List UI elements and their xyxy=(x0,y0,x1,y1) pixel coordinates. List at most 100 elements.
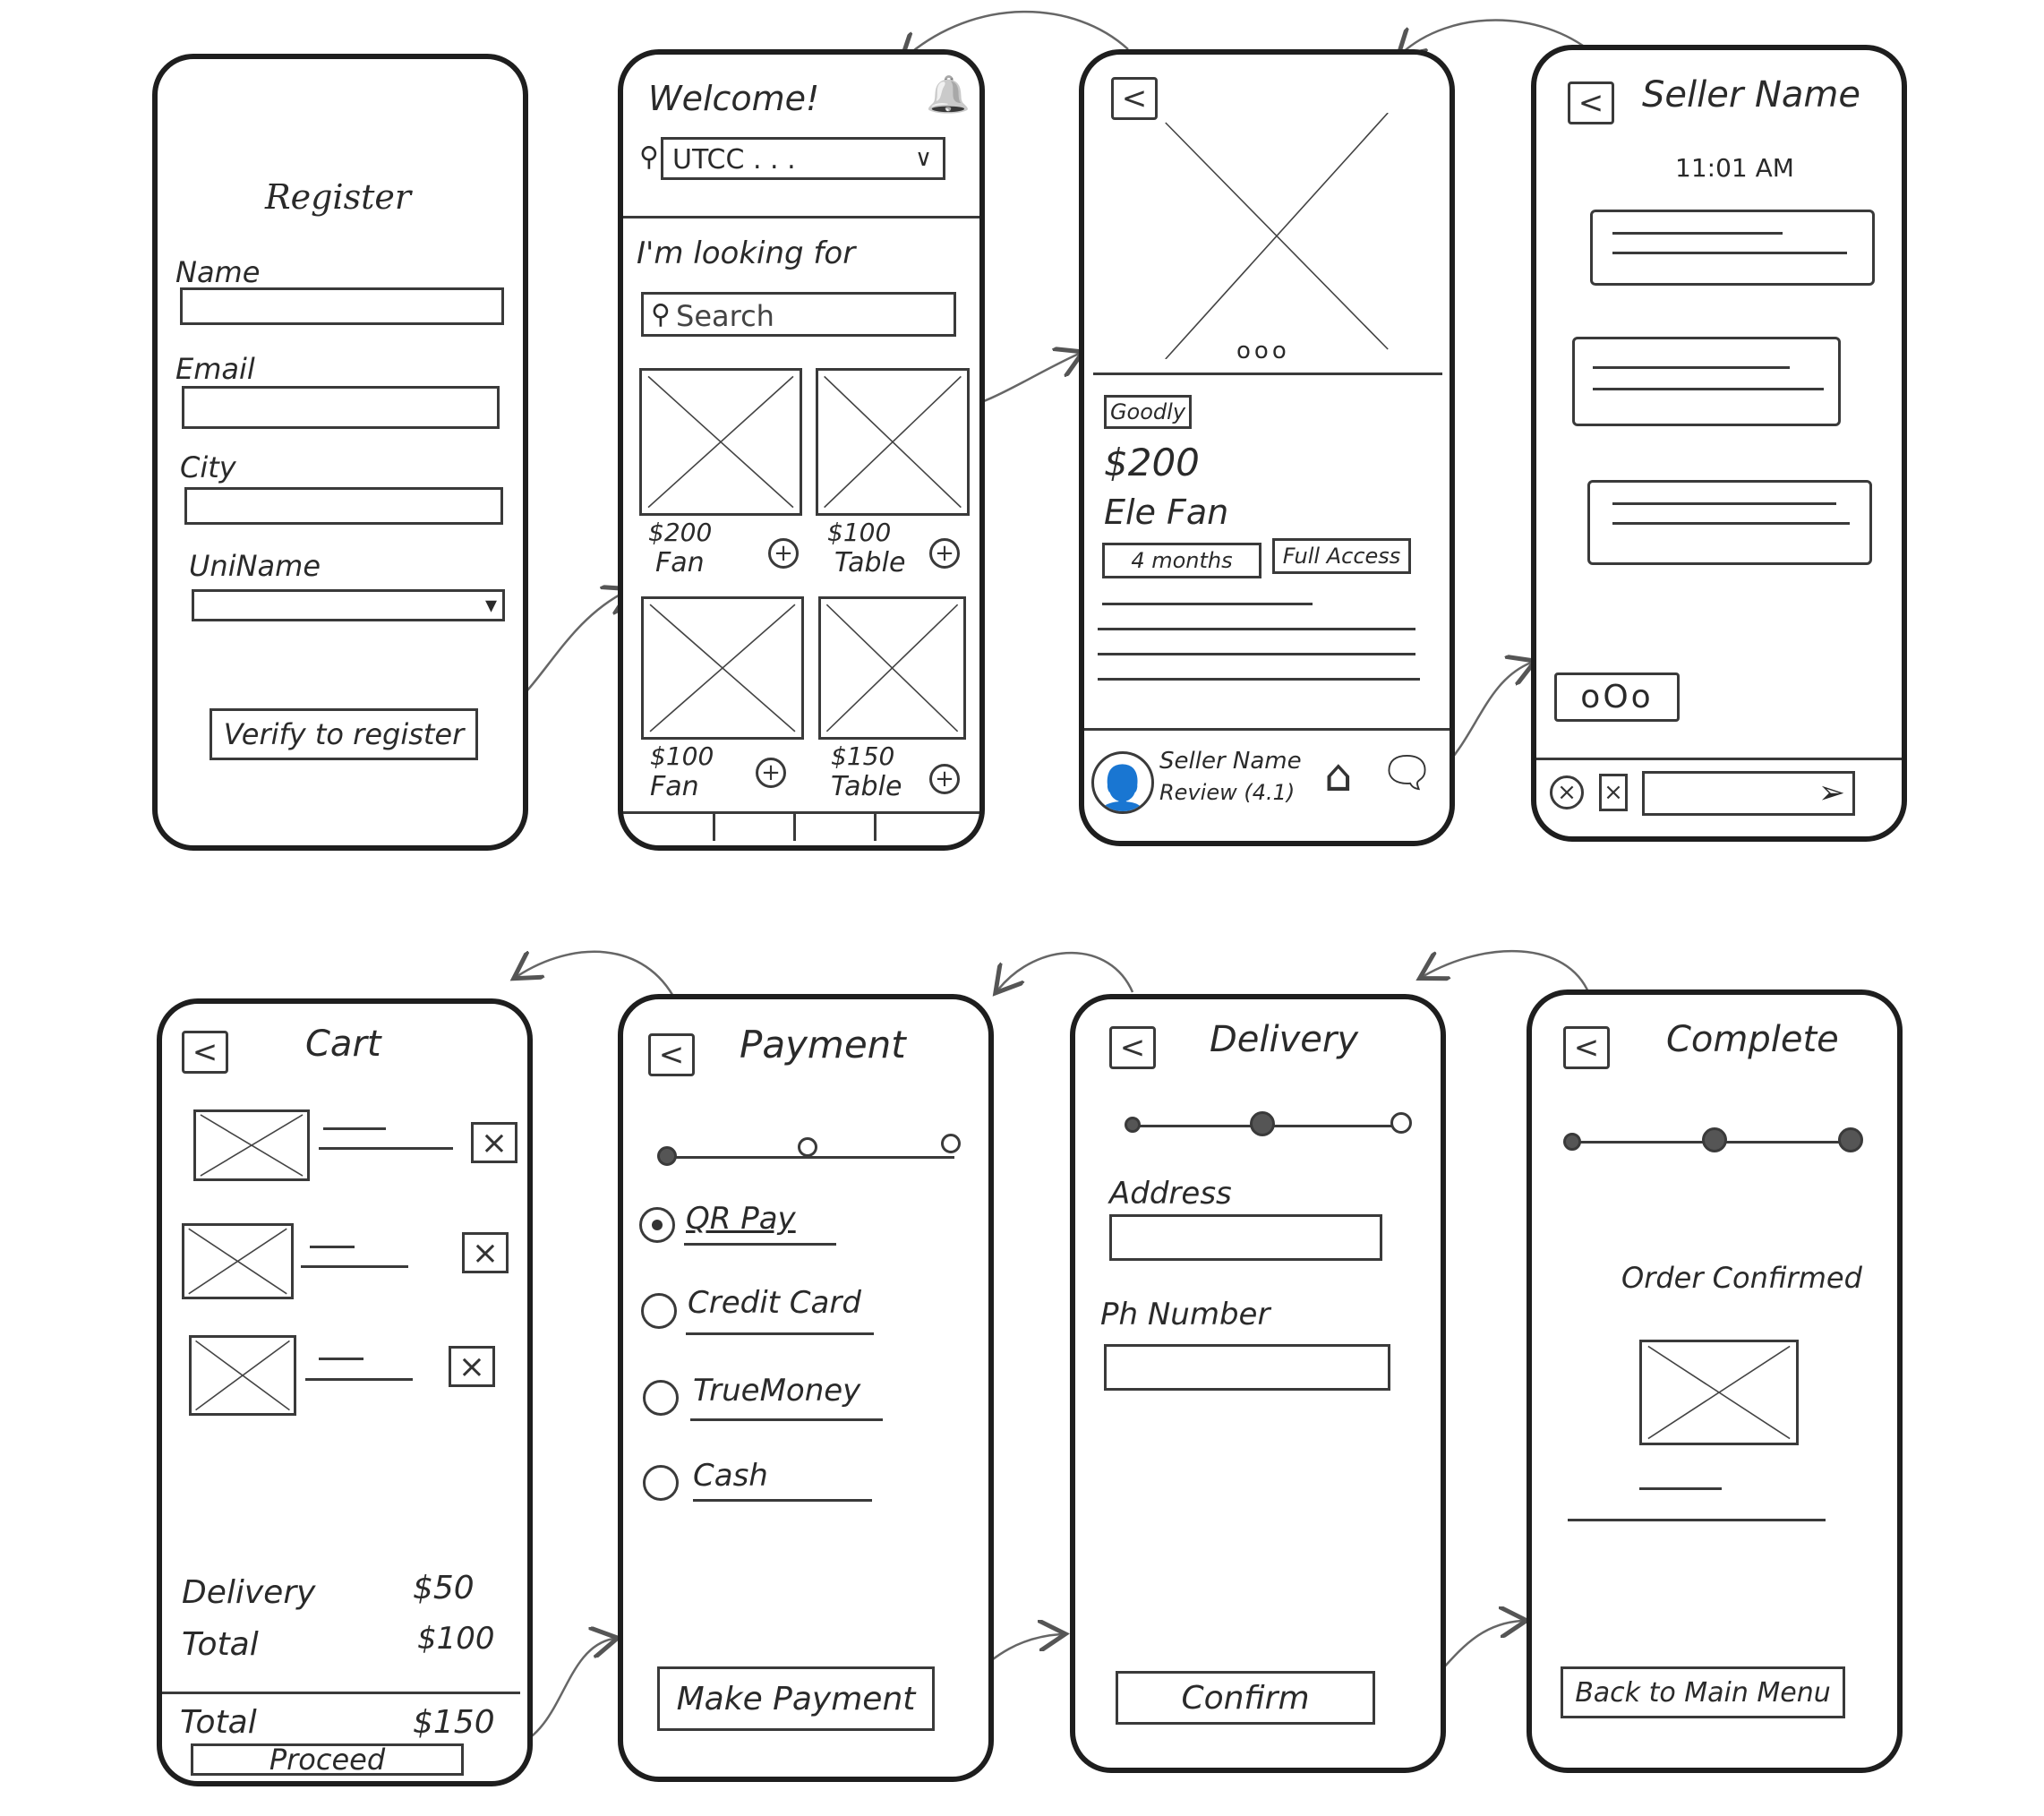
total-value: $150 xyxy=(413,1704,495,1741)
name-label: Name xyxy=(175,255,261,289)
message-bubble xyxy=(1587,480,1872,565)
image-attach-icon[interactable]: × xyxy=(1550,775,1584,809)
seller-review: Review (4.1) xyxy=(1159,780,1296,805)
confirmation-image-placeholder xyxy=(1639,1340,1799,1445)
back-button[interactable]: < xyxy=(182,1031,228,1074)
back-button[interactable]: < xyxy=(1568,81,1614,124)
product-name: Fan xyxy=(650,771,699,802)
product-name: Fan xyxy=(655,547,705,578)
progress-step-2 xyxy=(1250,1111,1275,1136)
seller-bar-divider xyxy=(1084,728,1450,731)
payment-screen: < Payment QR Pay Credit Card TrueMoney C… xyxy=(618,994,994,1782)
radio-credit-card[interactable] xyxy=(641,1293,677,1329)
bottom-nav-tab-separator xyxy=(874,814,877,841)
search-input[interactable]: ⚲ Search xyxy=(641,292,956,337)
confirmation-text-line xyxy=(1568,1519,1826,1521)
option-underline xyxy=(690,1418,883,1421)
product-image-placeholder[interactable] xyxy=(641,596,804,740)
remove-item-button[interactable]: × xyxy=(471,1122,517,1163)
confirm-button[interactable]: Confirm xyxy=(1116,1671,1375,1725)
cart-item-text-line xyxy=(301,1265,408,1268)
phone-label: Ph Number xyxy=(1100,1297,1270,1332)
welcome-text: Welcome! xyxy=(648,79,820,118)
add-to-cart-icon[interactable]: + xyxy=(756,758,786,788)
delivery-fee-value: $50 xyxy=(413,1570,475,1606)
option-qr-pay[interactable]: QR Pay xyxy=(686,1201,796,1237)
chat-bubble-icon[interactable]: 🗨 xyxy=(1380,748,1434,798)
chat-timestamp: 11:01 AM xyxy=(1675,153,1794,183)
radio-qr-pay[interactable] xyxy=(639,1207,675,1243)
image-carousel-dots[interactable]: ooo xyxy=(1236,338,1290,364)
uni-select[interactable]: ▾ xyxy=(192,589,505,621)
make-payment-button[interactable]: Make Payment xyxy=(657,1666,935,1731)
arrow-product-to-chat xyxy=(1441,663,1531,771)
send-icon[interactable]: ➢ xyxy=(1817,775,1845,811)
seller-avatar[interactable]: 👤 xyxy=(1091,751,1154,814)
bell-icon[interactable]: 🔔 xyxy=(926,74,971,116)
option-cash[interactable]: Cash xyxy=(693,1458,768,1494)
city-label: City xyxy=(180,450,236,484)
home-icon[interactable]: ⌂ xyxy=(1324,750,1353,801)
remove-item-button[interactable]: × xyxy=(462,1232,509,1273)
product-image-placeholder[interactable] xyxy=(818,596,966,740)
add-to-cart-icon[interactable]: + xyxy=(929,764,960,794)
option-credit-card[interactable]: Credit Card xyxy=(688,1285,861,1321)
product-name: Table xyxy=(834,547,906,578)
tag-access: Full Access xyxy=(1272,538,1411,574)
uni-dropdown-value: UTCC . . . xyxy=(672,144,796,176)
address-field[interactable] xyxy=(1109,1214,1382,1261)
progress-step-1 xyxy=(1125,1117,1141,1133)
chevron-down-icon: ∨ xyxy=(914,145,932,172)
delivery-screen: < Delivery Address Ph Number Confirm xyxy=(1070,994,1446,1773)
phone-field[interactable] xyxy=(1104,1344,1390,1391)
back-button[interactable]: < xyxy=(1563,1026,1610,1069)
seller-name[interactable]: Seller Name xyxy=(1159,748,1302,775)
back-button[interactable]: < xyxy=(648,1033,695,1076)
product-detail-screen: < ooo Goodly $200 Ele Fan 4 months Full … xyxy=(1079,49,1455,846)
address-label: Address xyxy=(1109,1176,1232,1212)
name-field[interactable] xyxy=(180,287,504,325)
file-attach-icon[interactable]: × xyxy=(1599,774,1628,811)
product-price: $200 xyxy=(648,518,713,547)
product-image-placeholder[interactable] xyxy=(639,368,802,516)
uni-dropdown[interactable]: UTCC . . . ∨ xyxy=(661,137,945,180)
radio-cash[interactable] xyxy=(643,1465,679,1501)
option-underline xyxy=(684,1243,836,1246)
subtotal-value: $100 xyxy=(417,1621,495,1657)
cart-item-text-line xyxy=(310,1246,355,1248)
total-divider xyxy=(162,1692,520,1694)
message-input[interactable]: ➢ xyxy=(1642,771,1855,816)
option-truemoney[interactable]: TrueMoney xyxy=(693,1373,861,1409)
progress-track xyxy=(668,1156,954,1159)
chevron-down-icon: ▾ xyxy=(484,592,497,619)
chat-seller-name: Seller Name xyxy=(1642,74,1861,116)
add-to-cart-icon[interactable]: + xyxy=(929,538,960,569)
back-button[interactable]: < xyxy=(1109,1026,1156,1069)
remove-item-button[interactable]: × xyxy=(449,1346,495,1387)
radio-truemoney[interactable] xyxy=(643,1380,679,1416)
bottom-nav-tab-separator xyxy=(793,814,796,841)
search-placeholder: Search xyxy=(676,299,774,333)
tag-access-text: Full Access xyxy=(1282,544,1401,569)
email-field[interactable] xyxy=(182,386,500,429)
complete-title: Complete xyxy=(1666,1019,1839,1060)
tag-duration: 4 months xyxy=(1102,543,1261,578)
product-image-placeholder[interactable] xyxy=(816,368,970,516)
typing-indicator: oOo xyxy=(1554,672,1680,722)
uni-label: UniName xyxy=(189,549,321,583)
city-field[interactable] xyxy=(184,487,503,525)
proceed-button[interactable]: Proceed xyxy=(191,1743,464,1777)
progress-step-2 xyxy=(798,1137,817,1157)
category-badge: Goodly xyxy=(1104,395,1192,429)
bottom-nav-divider xyxy=(623,811,979,814)
back-button[interactable]: < xyxy=(1111,77,1158,120)
delivery-title: Delivery xyxy=(1210,1019,1359,1060)
search-icon: ⚲ xyxy=(651,299,671,330)
add-to-cart-icon[interactable]: + xyxy=(768,538,799,569)
back-to-main-menu-button[interactable]: Back to Main Menu xyxy=(1561,1666,1845,1718)
cart-item-text-line xyxy=(319,1358,363,1360)
verify-register-button[interactable]: Verify to register xyxy=(210,708,478,760)
message-bubble xyxy=(1572,337,1841,426)
description-line xyxy=(1098,678,1420,681)
typing-dots: oOo xyxy=(1580,678,1654,715)
